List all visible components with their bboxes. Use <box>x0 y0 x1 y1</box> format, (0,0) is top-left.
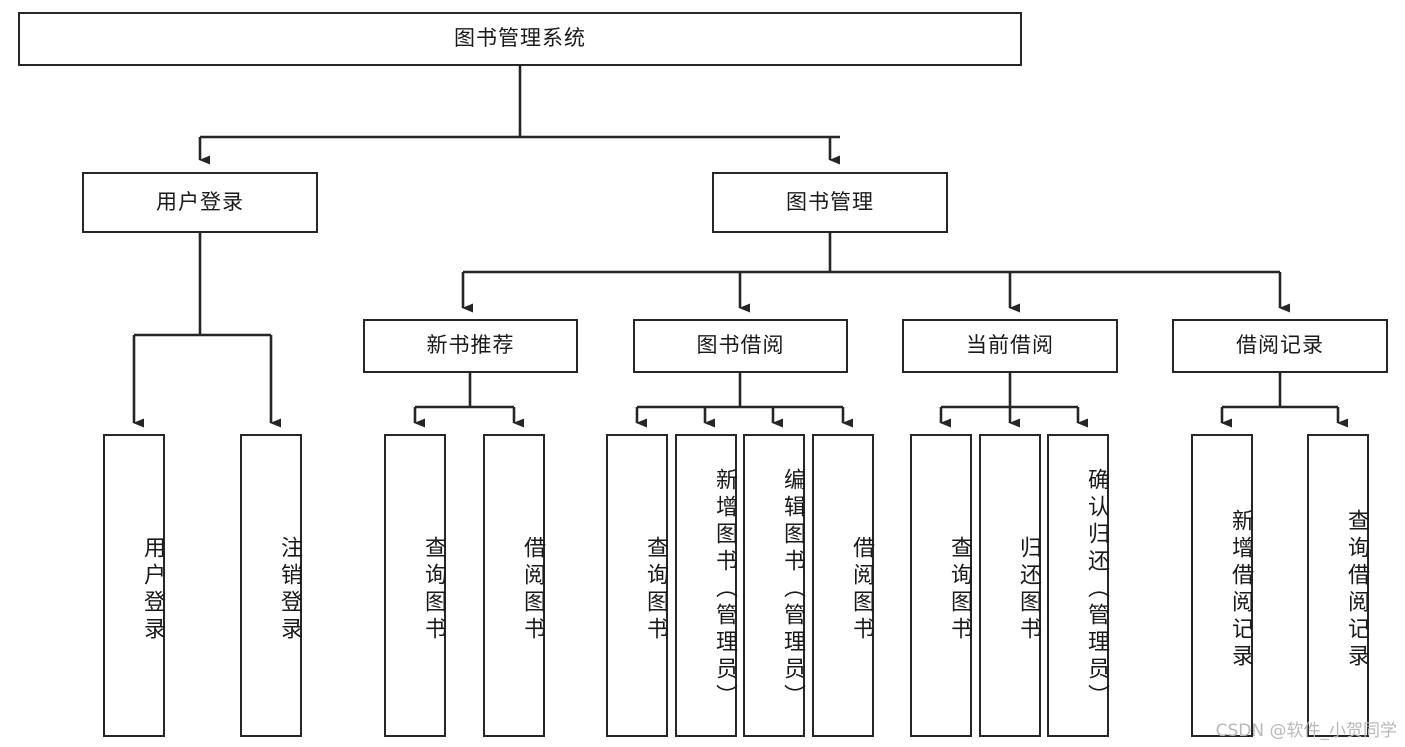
node-label: 查询图书 <box>947 535 972 644</box>
node-label: 图书管理系统 <box>454 26 586 51</box>
csdn-watermark: CSDN @软件_小贺同学 <box>1215 721 1397 741</box>
node-label: 新增图书（管理员） <box>712 468 737 711</box>
node-label: 图书管理 <box>786 189 874 214</box>
node-label: 用户登录 <box>140 535 165 644</box>
leaf-confirm-return-admin[interactable]: 确认归还（管理员） <box>1047 434 1109 737</box>
node-root-system[interactable]: 图书管理系统 <box>18 12 1022 66</box>
leaf-edit-book-admin[interactable]: 编辑图书（管理员） <box>743 434 805 737</box>
node-label: 归还图书 <box>1016 535 1041 644</box>
node-label: 借阅图书 <box>849 535 874 644</box>
node-label: 编辑图书（管理员） <box>780 468 805 711</box>
node-label: 借阅图书 <box>520 535 545 644</box>
node-label: 新增借阅记录 <box>1228 508 1253 671</box>
leaf-query-borrow-record[interactable]: 查询借阅记录 <box>1307 434 1369 737</box>
node-current-borrow[interactable]: 当前借阅 <box>902 319 1118 373</box>
node-label: 确认归还（管理员） <box>1084 468 1109 711</box>
node-label: 查询借阅记录 <box>1344 508 1369 671</box>
node-new-book-recommend[interactable]: 新书推荐 <box>363 319 578 373</box>
leaf-query-book-current[interactable]: 查询图书 <box>910 434 972 737</box>
node-borrow-record[interactable]: 借阅记录 <box>1172 319 1388 373</box>
node-label: 查询图书 <box>643 535 668 644</box>
node-label: 用户登录 <box>156 189 244 214</box>
leaf-query-book-newbook[interactable]: 查询图书 <box>384 434 446 737</box>
node-user-login[interactable]: 用户登录 <box>82 172 318 233</box>
leaf-borrow-book[interactable]: 借阅图书 <box>812 434 874 737</box>
node-label: 注销登录 <box>277 535 302 644</box>
leaf-add-book-admin[interactable]: 新增图书（管理员） <box>675 434 737 737</box>
leaf-query-book-borrow[interactable]: 查询图书 <box>606 434 668 737</box>
leaf-borrow-book-newbook[interactable]: 借阅图书 <box>483 434 545 737</box>
leaf-logout-login[interactable]: 注销登录 <box>240 434 302 737</box>
node-label: 借阅记录 <box>1236 333 1324 358</box>
node-book-management[interactable]: 图书管理 <box>712 172 948 233</box>
leaf-add-borrow-record[interactable]: 新增借阅记录 <box>1191 434 1253 737</box>
leaf-return-book[interactable]: 归还图书 <box>979 434 1041 737</box>
leaf-user-login[interactable]: 用户登录 <box>103 434 165 737</box>
node-label: 新书推荐 <box>426 333 515 358</box>
node-label: 图书借阅 <box>696 333 785 358</box>
node-book-borrow[interactable]: 图书借阅 <box>633 319 848 373</box>
node-label: 查询图书 <box>421 535 446 644</box>
node-label: 当前借阅 <box>966 333 1054 358</box>
